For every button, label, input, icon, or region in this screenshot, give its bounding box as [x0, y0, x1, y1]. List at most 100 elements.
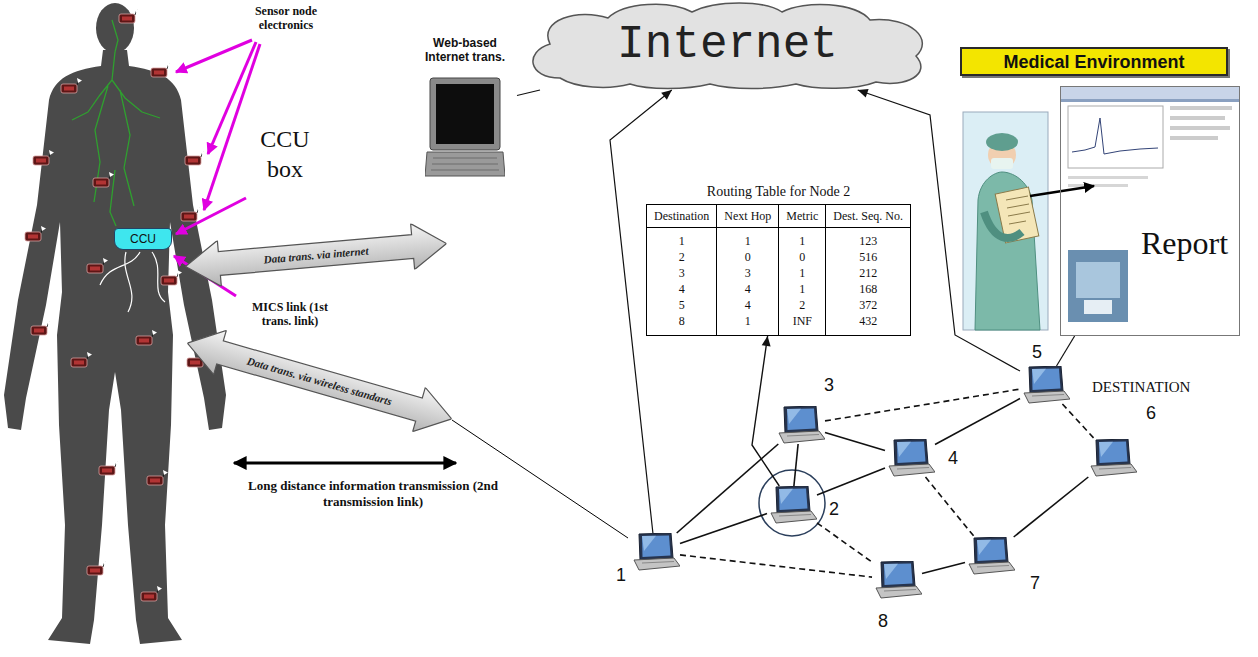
network-node: 2 — [767, 486, 817, 524]
table-cell-text: 1 — [786, 233, 818, 249]
sensor-node — [31, 320, 52, 335]
table-cell: 0 — [779, 249, 826, 265]
body-link-arrows — [100, 252, 165, 312]
node-number: 8 — [878, 612, 888, 631]
laptop-icon — [775, 406, 825, 444]
screen-menubar — [1061, 99, 1239, 102]
table-row: DestinationNext HopMetricDest. Seq. No. — [647, 205, 911, 228]
sensor-node — [147, 470, 168, 485]
link-line — [825, 433, 885, 451]
table-cell: INF — [779, 313, 826, 336]
long-distance-arrow — [234, 462, 456, 465]
table-row: 81INF432 — [647, 313, 911, 336]
network-link — [922, 563, 965, 574]
pointer-arrow — [176, 40, 252, 72]
keyboard-edge — [1099, 468, 1131, 470]
network-link — [680, 555, 872, 577]
report-screen: Report — [1060, 86, 1240, 336]
photo-detail — [1084, 300, 1112, 314]
network-node: 1 — [630, 533, 680, 571]
sensor-node — [87, 258, 108, 273]
link-line — [680, 555, 872, 577]
laptop-screen — [436, 84, 494, 144]
sensor-node — [71, 352, 92, 367]
node-number: 2 — [829, 500, 839, 519]
table-cell: 516 — [826, 249, 911, 265]
double-arrow-outline — [181, 321, 458, 441]
screen-toolbar — [1061, 87, 1239, 99]
node-number: 1 — [616, 566, 626, 585]
chart-trace — [1072, 118, 1158, 154]
table-cell: 1 — [779, 265, 826, 281]
table-cell-text: 4 — [724, 297, 771, 313]
network-link — [935, 399, 1020, 445]
laptop-lid — [974, 537, 1008, 564]
network-node: 4 — [885, 439, 935, 477]
report-label: Report — [1141, 225, 1228, 261]
laptop-lid — [894, 439, 928, 466]
network-link — [817, 523, 872, 562]
table-cell: 8 — [647, 313, 717, 336]
laptop-base — [969, 562, 1015, 574]
sensor-node — [99, 460, 120, 475]
screen-glare — [787, 409, 801, 424]
laptop-screen — [977, 540, 1006, 562]
network-link — [926, 477, 975, 537]
text-lines — [1068, 184, 1128, 187]
side-panel — [1170, 136, 1218, 140]
link-line — [517, 90, 540, 96]
network-node: 5 — [1020, 366, 1070, 404]
link-line — [926, 477, 975, 537]
link-line — [1057, 336, 1075, 366]
laptop-screen — [642, 536, 671, 558]
node-number: 3 — [824, 376, 834, 395]
table-cell-text: 3 — [724, 265, 771, 281]
laptop-base — [634, 558, 680, 570]
table-cell: 1 — [717, 228, 779, 250]
column-header: Destination — [654, 208, 709, 224]
table-cell: Destination — [647, 205, 717, 228]
sensor-node — [33, 150, 54, 165]
table-cell-text: 5 — [654, 297, 709, 313]
laptop-base — [425, 152, 505, 176]
report-arrow — [1030, 186, 1094, 196]
table-cell-text: 432 — [833, 313, 903, 329]
table-cell: 5 — [647, 297, 717, 313]
table-cell-text: 212 — [833, 265, 903, 281]
routing-table-grid: DestinationNext HopMetricDest. Seq. No.1… — [646, 204, 911, 336]
report-screen-art — [1060, 86, 1240, 336]
annotation-label: MICS link (1st trans. link) — [236, 300, 344, 328]
network-link — [817, 468, 885, 495]
network-link — [677, 444, 779, 533]
table-cell: 168 — [826, 281, 911, 297]
table-cell-text: 1 — [786, 265, 818, 281]
network-link — [794, 444, 798, 486]
internet-link — [517, 90, 540, 96]
table-cell-text: 123 — [833, 233, 903, 249]
link-line — [825, 389, 1020, 421]
sensor-node — [181, 206, 202, 221]
network-node: 7 — [965, 537, 1015, 575]
table-cell-text: 2 — [786, 297, 818, 313]
link-line — [794, 444, 798, 486]
table-cell-text: 168 — [833, 281, 903, 297]
table-row: 200516 — [647, 249, 911, 265]
screen-glare — [977, 540, 991, 555]
laptop-lid — [1096, 439, 1130, 466]
laptop-base — [876, 586, 922, 598]
table-cell-text: 1 — [724, 233, 771, 249]
keyboard-lines — [431, 158, 499, 170]
arrow-head — [858, 89, 869, 98]
sensor-node — [161, 270, 182, 285]
screen-glare — [642, 536, 656, 551]
table-cell: 123 — [826, 228, 911, 250]
table-cell-text: 0 — [724, 249, 771, 265]
laptop-lid — [784, 406, 818, 433]
laptop-screen — [897, 442, 926, 464]
report-link — [1057, 336, 1075, 366]
screen-background — [1060, 86, 1240, 336]
pointer-arrow — [176, 198, 246, 234]
transmission-arrow: Data trans. via internet — [183, 221, 448, 290]
keyboard-edge — [779, 515, 811, 517]
column-header: Next Hop — [724, 208, 771, 224]
